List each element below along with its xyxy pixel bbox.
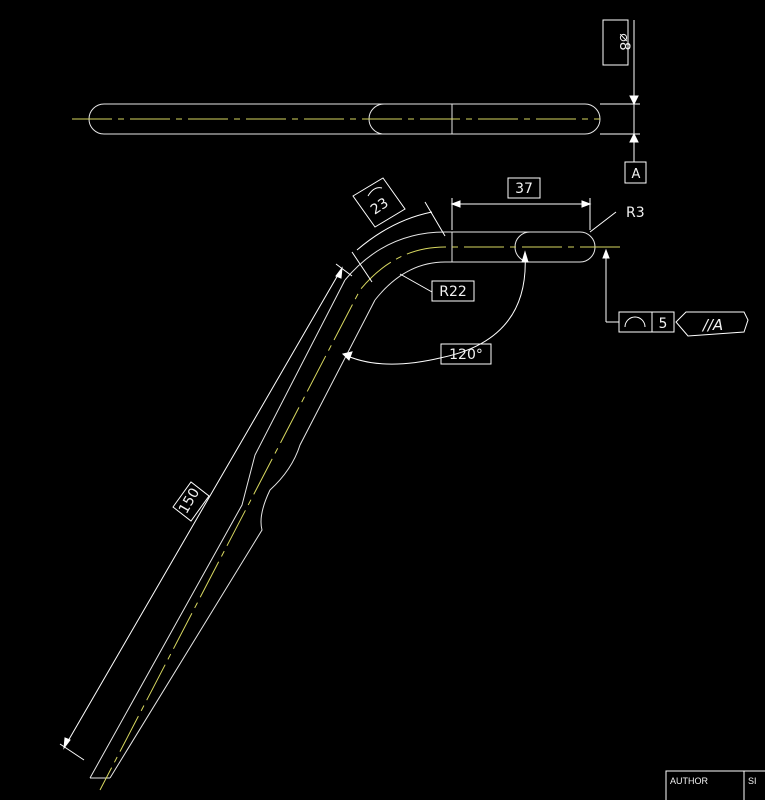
profile-of-line-icon <box>624 316 646 328</box>
title-block: AUTHOR SI <box>665 770 765 800</box>
fcf-symbol-cell <box>618 311 653 333</box>
leg-extension-top <box>335 263 353 277</box>
radius-r22-label: R22 <box>439 284 467 300</box>
diagonal-leg-left-edge <box>89 279 346 779</box>
rod-outline <box>88 103 601 135</box>
angle-arrow-top <box>521 250 529 263</box>
angle-box <box>440 343 492 365</box>
diameter-dimension <box>600 19 647 184</box>
arc-dimension-box <box>352 177 406 228</box>
angle-dimension <box>342 250 529 365</box>
diameter-frame <box>602 19 629 66</box>
fcf-leader-arrow <box>602 248 610 259</box>
radius-r3-label: R3 <box>626 205 645 221</box>
angle-arrow-bottom <box>342 351 353 361</box>
datum-box <box>624 161 647 184</box>
angle-arc <box>342 253 526 365</box>
bend-outer-arc <box>344 231 446 281</box>
radius-r3-leader <box>589 211 617 233</box>
leg-dimension-line <box>63 267 343 749</box>
handwritten-datum-note <box>675 311 749 337</box>
title-block-frame <box>665 770 765 800</box>
arrow-left <box>450 200 461 208</box>
radius-r22-box <box>431 280 475 302</box>
dimension-37-label: 37 <box>515 181 533 197</box>
title-block-second: SI <box>748 776 757 786</box>
leg-length-dimension <box>59 263 353 761</box>
profile-tolerance-value: 5 <box>659 316 668 332</box>
arrow-head-bottom <box>629 132 639 143</box>
arc-extension-right <box>424 201 446 237</box>
r22-leader-line <box>399 273 433 293</box>
diameter-label: ⌀8 <box>616 33 632 50</box>
arc-symbol-icon <box>367 187 383 197</box>
radius-r22-leader <box>399 273 475 302</box>
arc-extension-left <box>351 251 373 283</box>
leg-extension-bottom <box>59 743 85 761</box>
leg-arrow-bottom <box>63 737 71 750</box>
feature-control-frame <box>602 248 749 337</box>
r3-leader-line <box>589 211 617 233</box>
arc-dimension-line <box>356 211 433 251</box>
dimension-37 <box>450 177 592 230</box>
bend-inner-arc <box>374 261 446 301</box>
dimension-37-box <box>507 177 541 199</box>
angle-label: 120° <box>449 347 483 363</box>
arc-length-dimension <box>351 177 446 283</box>
arrow-head-top <box>629 95 639 106</box>
handwritten-datum-ref: //A <box>701 316 723 334</box>
datum-label: A <box>632 167 641 182</box>
arrow-right <box>581 200 592 208</box>
leg-length-label: 150 <box>176 485 203 516</box>
fcf-value-cell <box>651 311 675 333</box>
bent-rod <box>89 231 596 779</box>
diagonal-leg-right-edge <box>109 299 376 779</box>
leg-dimension-box <box>172 481 210 522</box>
arc-length-label: 23 <box>368 195 392 218</box>
leg-arrow-top <box>335 266 343 279</box>
bent-rod-centerline <box>99 246 620 791</box>
title-block-author: AUTHOR <box>670 776 709 786</box>
